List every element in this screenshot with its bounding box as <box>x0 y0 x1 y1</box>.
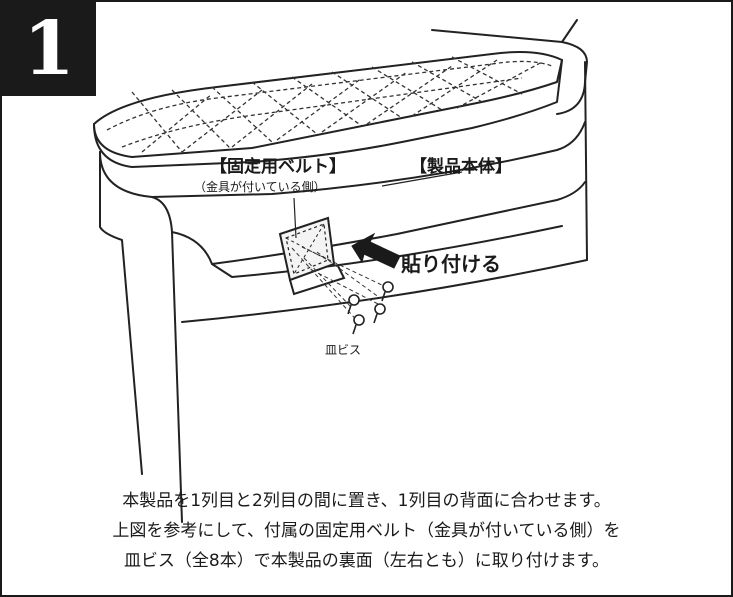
screw-label: 皿ビス <box>325 343 362 357</box>
screw <box>381 281 394 302</box>
instruction-line: 上図を参考にして、付属の固定用ベルト（金具が付いている側）を <box>112 521 621 541</box>
attach-label: 貼り付ける <box>401 252 501 276</box>
instruction-line: 本製品を1列目と2列目の間に置き、1列目の背面に合わせます。 <box>122 491 611 511</box>
screw <box>352 314 365 335</box>
screws <box>347 281 394 335</box>
cushion-side <box>93 59 563 168</box>
step-badge: 1 <box>2 2 96 96</box>
screw <box>373 303 386 324</box>
screw <box>347 294 360 315</box>
belt-label: 【固定用ベルト】 <box>210 157 346 177</box>
attach-arrow-icon <box>351 232 401 269</box>
belt-sublabel: （金具が付いている側） <box>194 180 326 194</box>
belt-bracket <box>278 216 346 296</box>
instruction-line: 皿ビス（全8本）で本製品の裏面（左右とも）に取り付けます。 <box>123 551 610 571</box>
product-label: 【製品本体】 <box>410 157 512 177</box>
base-body <box>99 121 586 198</box>
instruction-text: 本製品を1列目と2列目の間に置き、1列目の背面に合わせます。 上図を参考にして、… <box>42 486 691 576</box>
